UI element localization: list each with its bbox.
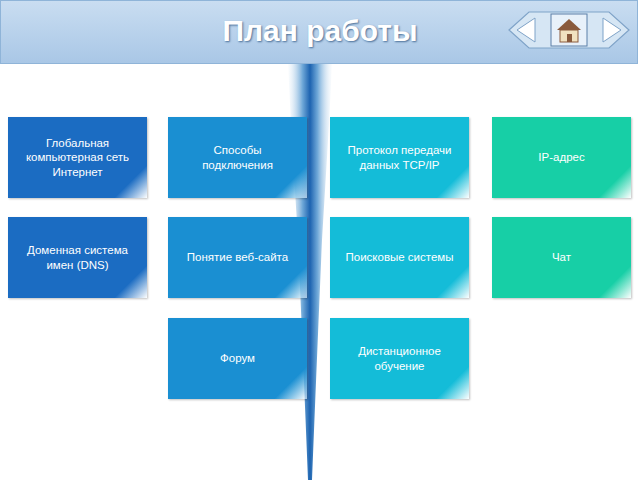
topic-box: Способы подключения xyxy=(168,117,307,198)
topic-box: IP-адрес xyxy=(492,117,631,198)
topic-box: Чат xyxy=(492,217,631,298)
topic-box: Глобальная компьютерная сеть Интернет xyxy=(8,117,147,198)
slide-title: План работы xyxy=(120,14,520,48)
topic-text: Понятие веб-сайта xyxy=(178,250,297,264)
topic-box: Форум xyxy=(168,318,307,399)
topic-text: IP-адрес xyxy=(502,150,621,164)
topic-text: Форум xyxy=(178,351,297,365)
topic-text: Поисковые системы xyxy=(340,250,459,264)
topic-text: Способы подключения xyxy=(178,143,297,172)
topic-box: Понятие веб-сайта xyxy=(168,217,307,298)
topic-text: Доменная система имен (DNS) xyxy=(18,243,137,272)
nav-buttons xyxy=(505,8,633,52)
topic-box: Дистанционное обучение xyxy=(330,318,469,399)
topic-text: Глобальная компьютерная сеть Интернет xyxy=(18,136,137,179)
topic-text: Протокол передачи данных TCP/IP xyxy=(340,143,459,172)
topic-box: Доменная система имен (DNS) xyxy=(8,217,147,298)
topic-box: Протокол передачи данных TCP/IP xyxy=(330,117,469,198)
topic-box: Поисковые системы xyxy=(330,217,469,298)
topic-text: Чат xyxy=(502,250,621,264)
topic-text: Дистанционное обучение xyxy=(340,344,459,373)
